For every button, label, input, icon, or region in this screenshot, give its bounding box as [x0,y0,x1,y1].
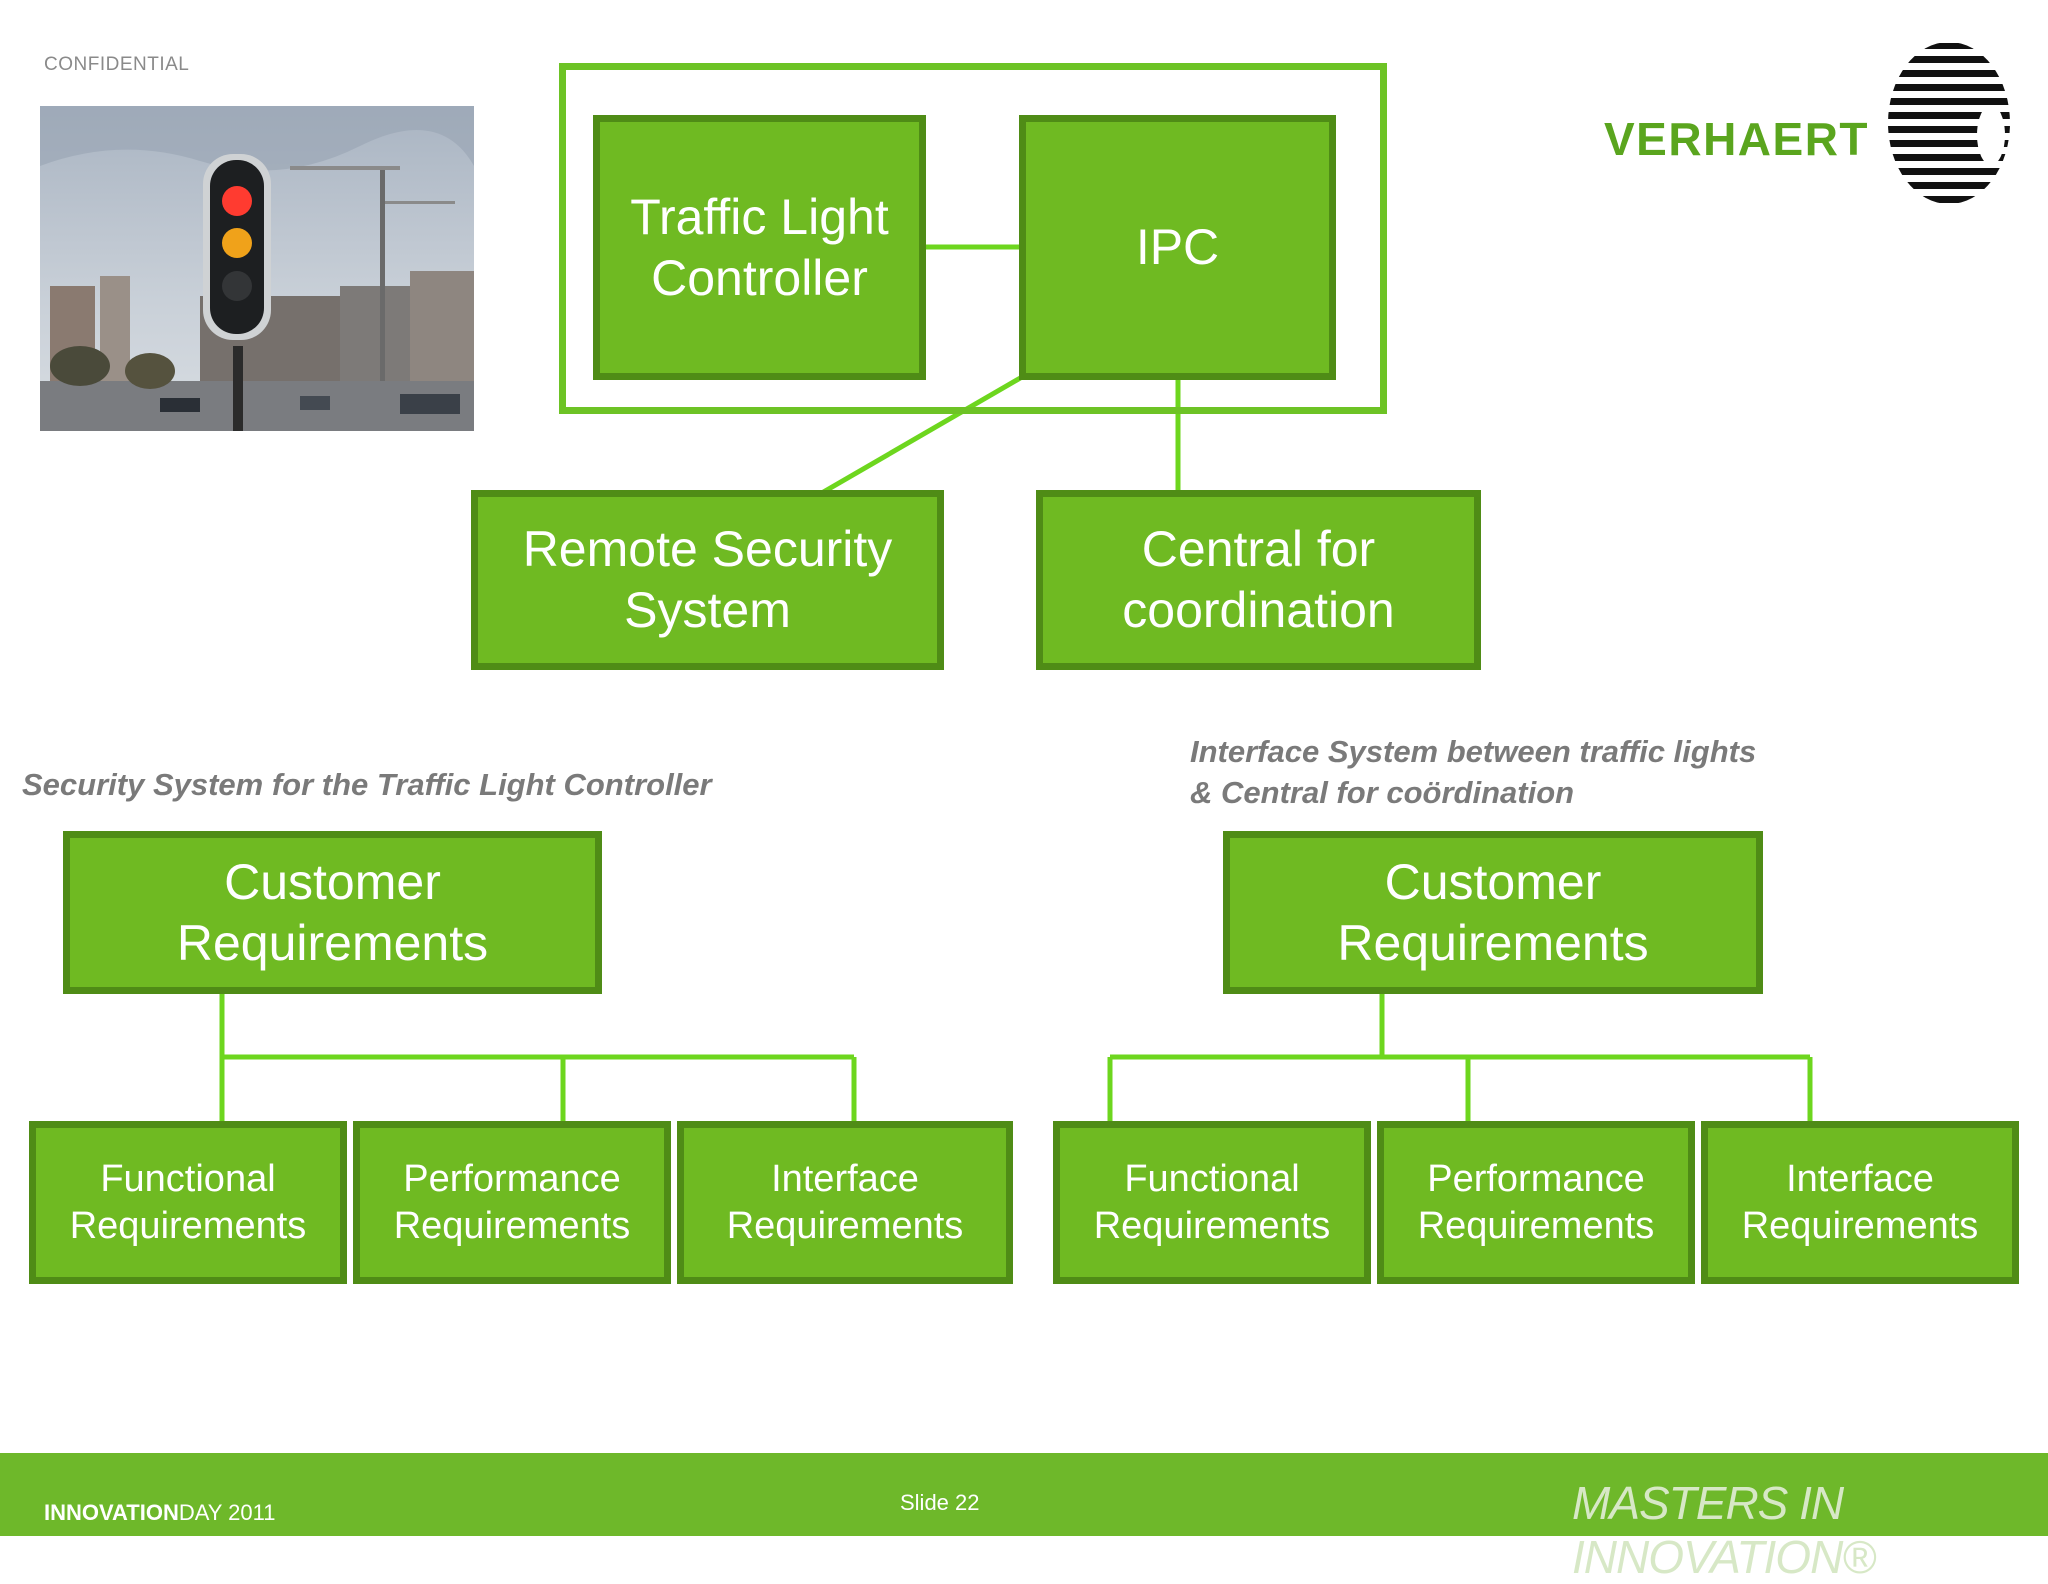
box-label: Remote Security System [522,521,893,638]
left-customer-requirements: Customer Requirements [63,831,602,994]
verhaert-logo-icon [1888,42,2010,204]
right-interface-requirements: Interface Requirements [1701,1121,2019,1284]
footer-event-bold: INNOVATION [44,1500,179,1525]
box-label: Performance Requirements [393,1158,631,1247]
caption-line: & Central for coördination [1190,775,1575,811]
box-label: Functional Requirements [1093,1158,1331,1247]
box-label: Interface Requirements [1741,1158,1979,1247]
right-functional-requirements: Functional Requirements [1053,1121,1371,1284]
box-ipc: IPC [1019,115,1336,380]
footer-event-label: INNOVATIONDAY 2011 [44,1500,276,1526]
connector-lines [219,244,1813,1125]
confidential-label: CONFIDENTIAL [44,54,190,75]
footer-bar [0,1453,2048,1536]
box-label: Performance Requirements [1417,1158,1655,1247]
box-label: Traffic Light Controller [630,188,889,306]
box-label: Functional Requirements [69,1158,307,1247]
controller-group-frame [559,63,1387,414]
left-functional-requirements: Functional Requirements [29,1121,347,1284]
left-performance-requirements: Performance Requirements [353,1121,671,1284]
caption-line: Interface System between traffic lights [1190,734,1757,769]
left-tree-caption: Security System for the Traffic Light Co… [22,767,712,802]
right-tree-caption: Interface System between traffic lights … [1190,731,1756,813]
box-label: IPC [1135,219,1220,275]
right-performance-requirements: Performance Requirements [1377,1121,1695,1284]
left-interface-requirements: Interface Requirements [677,1121,1013,1284]
box-label: Interface Requirements [726,1158,964,1247]
box-label: Central for coordination [1122,521,1395,638]
right-customer-requirements: Customer Requirements [1223,831,1763,994]
footer-event-rest: DAY 2011 [178,1500,276,1525]
slide-number: Slide 22 [900,1490,980,1515]
verhaert-logo-text: VERHAERT [1604,113,1870,165]
box-label: Customer Requirements [176,853,489,971]
box-label: Customer Requirements [1337,853,1649,971]
footer-tagline: MASTERS IN INNOVATION® [1572,1477,1876,1583]
box-central-for-coordination: Central for coordination [1036,490,1481,670]
traffic-light-photo [40,106,474,431]
box-traffic-light-controller: Traffic Light Controller [593,115,926,380]
box-remote-security-system: Remote Security System [471,490,944,670]
